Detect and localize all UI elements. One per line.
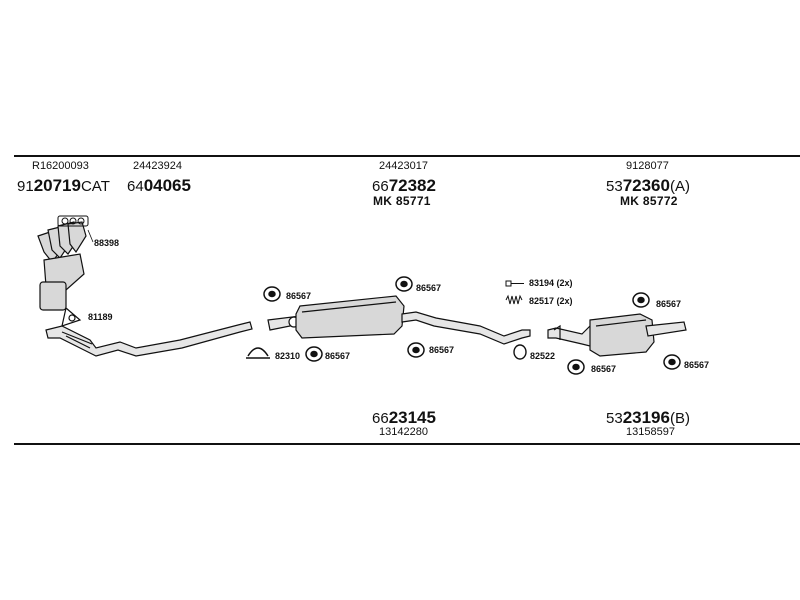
mount-icon-2: [305, 346, 323, 362]
front-pipe: [45, 321, 253, 357]
callout-mount-2: 86567: [325, 351, 351, 361]
spring-icon: [505, 294, 523, 305]
callout-screw: 83194 (2x): [529, 278, 573, 288]
callout-mount-6: 86567: [591, 364, 617, 374]
manifold-gasket: [57, 215, 94, 243]
callout-spring: 82517 (2x): [529, 296, 573, 306]
bottom-ref-middle: 13142280: [379, 426, 428, 438]
callout-mount-5: 86567: [656, 299, 682, 309]
mk-code-middle: MK 85771: [373, 194, 431, 208]
callout-mount-4: 86567: [429, 345, 455, 355]
callout-mount-7: 86567: [684, 360, 710, 370]
part-number-rear-silencer-a[interactable]: 5372360(A): [606, 176, 690, 195]
mount-icon-5: [632, 292, 650, 308]
mount-icon-6: [567, 359, 585, 375]
part-number-rear-silencer-b[interactable]: 5323196(B): [606, 408, 690, 427]
mount-icon-1: [263, 286, 281, 302]
catalyst-gasket: [61, 306, 82, 327]
rear-silencer: [547, 313, 687, 357]
callout-clamp: 82310: [275, 351, 301, 361]
part-number-middle-silencer[interactable]: 6672382: [372, 176, 436, 195]
middle-ref: 24423017: [379, 160, 428, 172]
mount-icon-7: [663, 354, 681, 370]
middle-silencer: [267, 295, 531, 345]
clamp-icon: [246, 347, 270, 359]
mk-code-rear: MK 85772: [620, 194, 678, 208]
screw-icon: [505, 280, 524, 287]
ring-icon: [513, 344, 527, 360]
manifold-ref: 24423924: [133, 160, 182, 172]
part-number-front-pipe[interactable]: 6404065: [127, 176, 191, 195]
exhaust-manifold: [37, 221, 87, 311]
mount-icon-3: [395, 276, 413, 292]
rear-ref: 9128077: [626, 160, 669, 172]
callout-gasket-cat: 81189: [88, 312, 113, 322]
callout-mount-1: 86567: [286, 291, 312, 301]
part-number-catalyst[interactable]: 9120719CAT: [17, 176, 110, 195]
callout-ring: 82522: [530, 351, 556, 361]
part-number-middle-bottom[interactable]: 6623145: [372, 408, 436, 427]
callout-gasket-manifold: 88398: [94, 238, 120, 248]
bottom-ref-rear: 13158597: [626, 426, 675, 438]
catalyst-ref: R16200093: [32, 160, 89, 172]
callout-mount-3: 86567: [416, 283, 442, 293]
mount-icon-4: [407, 342, 425, 358]
